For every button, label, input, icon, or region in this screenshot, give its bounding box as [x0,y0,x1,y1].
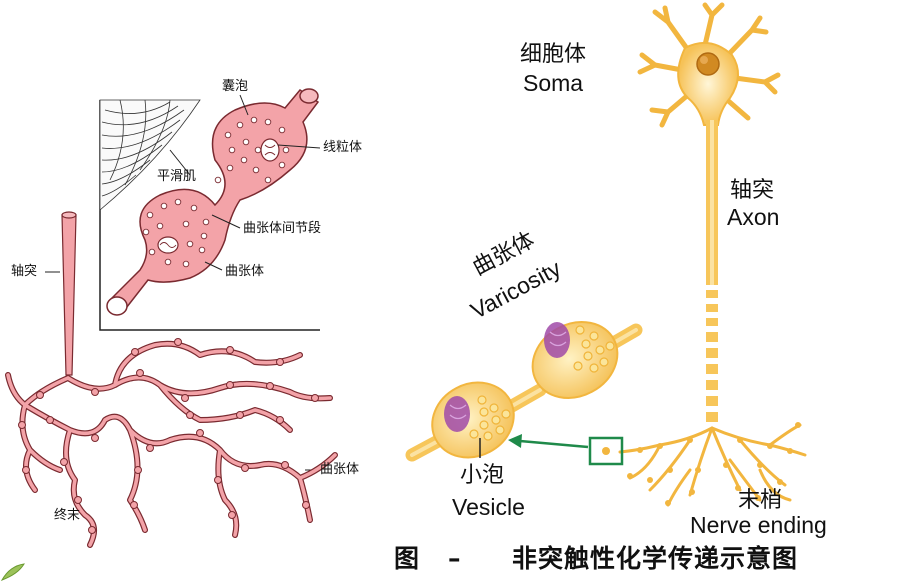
label-vesicle-cn: 小泡 [460,465,504,487]
varicosity-swelling-lower [419,368,527,471]
label-vesicle-en: Vesicle [452,496,525,519]
right-neuron [412,5,805,506]
label-ending-en: Nerve ending [690,514,827,537]
caption-dash: – [448,546,462,571]
caption-title: 非突触性化学传递示意图 [512,546,798,571]
varicosity-enlarged [412,308,636,472]
label-axon-cn: 轴突 [730,180,774,202]
zoom-arrow [520,441,588,447]
label-terminal: 终末 [54,509,80,522]
mitochondrion-lower-right [444,396,470,432]
branch-beads [19,339,319,534]
label-varicosity: 曲张体 [225,265,264,278]
label-axon-en: Axon [727,206,779,229]
label-intervaricose-segment: 曲张体间节段 [243,222,321,235]
label-smooth-muscle: 平滑肌 [157,170,196,183]
axon-dashed [706,290,718,422]
label-varicosity-lower: 曲张体 [320,463,359,476]
label-soma-cn: 细胞体 [520,44,586,66]
leaf-icon [0,562,30,582]
label-axon-left: 轴突 [11,265,37,278]
mitochondrion-upper-right [544,322,570,358]
nucleus [697,53,719,75]
label-ending-cn: 末梢 [738,490,782,512]
caption-prefix: 图 [394,546,420,571]
fiber-cut-end [107,297,127,315]
left-schematic [8,89,335,545]
label-soma-en: Soma [523,72,583,95]
label-mitochondria: 线粒体 [323,141,362,154]
label-vesicle-sac: 囊泡 [222,80,248,93]
left-axon [62,215,76,375]
mitochondrion-upper [261,139,279,161]
